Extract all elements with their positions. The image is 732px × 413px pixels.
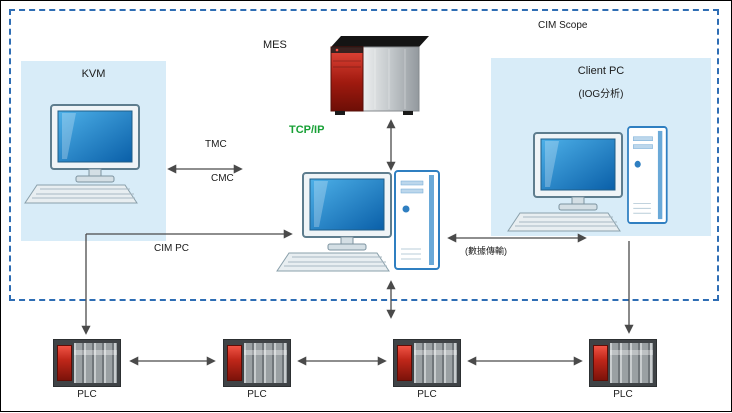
plc-unit-image (589, 339, 657, 387)
client-pc-tower-icon (627, 126, 668, 225)
plc-red-module (593, 345, 608, 381)
client-pc-computer-icon (507, 132, 623, 232)
cmc-label: CMC (211, 173, 234, 184)
tmc-label: TMC (205, 139, 227, 150)
cim-scope-boundary (9, 9, 719, 301)
plc-red-module (227, 345, 242, 381)
plc-unit-image (393, 339, 461, 387)
plc-red-module (397, 345, 412, 381)
plc-label: PLC (77, 389, 97, 400)
kvm-computer-icon (24, 104, 140, 204)
kvm-title: KVM (81, 68, 106, 80)
plc-label: PLC (613, 389, 633, 400)
mes-server-icon (330, 36, 429, 115)
cim-pc-tower-icon (394, 170, 440, 270)
plc-unit-image (53, 339, 121, 387)
plc-label: PLC (247, 389, 267, 400)
client-pc-subtitle: (IOG分析) (578, 89, 624, 100)
cim-client-link-label: (數據傳輸) (465, 246, 507, 256)
cim-pc-computer-icon (276, 172, 392, 272)
cim-scope-label: CIM Scope (538, 20, 588, 31)
plc-rack-modules (414, 343, 457, 383)
mes-label: MES (263, 39, 287, 51)
client-pc-title: Client PC (577, 65, 625, 77)
plc-unit-image (223, 339, 291, 387)
kvm-panel: KVM (21, 61, 166, 241)
cim-pc-label: CIM PC (154, 243, 189, 254)
plc-red-module (57, 345, 72, 381)
tcpip-label: TCP/IP (289, 124, 325, 136)
plc-label: PLC (417, 389, 437, 400)
plc-rack-modules (244, 343, 287, 383)
plc-rack-modules (74, 343, 117, 383)
plc-rack-modules (610, 343, 653, 383)
